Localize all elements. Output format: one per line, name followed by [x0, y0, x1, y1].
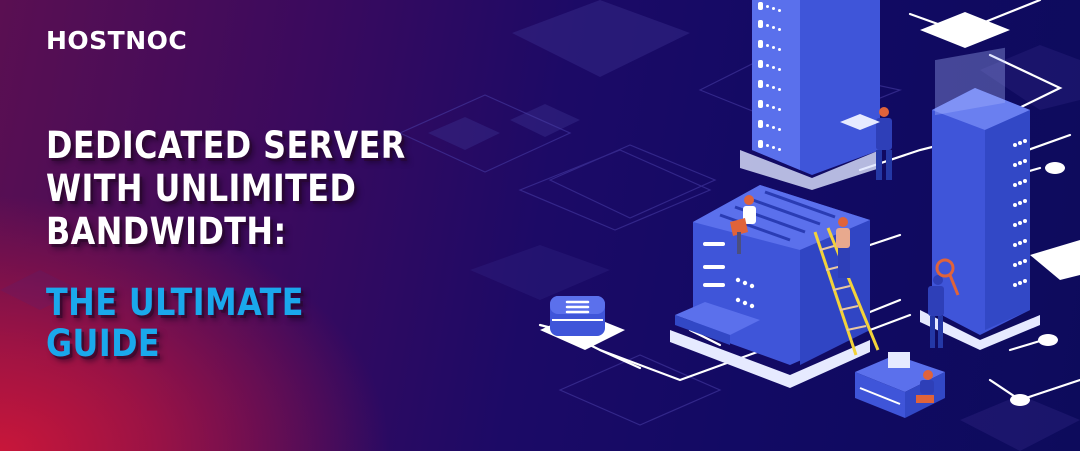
hostnoc-logo: HOSTNOC	[46, 26, 188, 55]
headline-line-1: DEDICATED SERVER	[46, 124, 406, 167]
subheadline-line-1: THE ULTIMATE	[46, 281, 304, 324]
subheadline-line-2: GUIDE	[46, 322, 161, 365]
ladder	[813, 227, 880, 356]
headline: DEDICATED SERVER WITH UNLIMITED BANDWIDT…	[46, 124, 406, 253]
headline-line-3: BANDWIDTH:	[46, 210, 287, 253]
technician-with-magnifier	[928, 258, 960, 348]
tall-server-tower	[740, 0, 880, 190]
person-on-server-with-laptop	[730, 195, 756, 254]
person-on-ladder	[836, 217, 850, 278]
subheadline: THE ULTIMATE GUIDE	[46, 282, 304, 364]
stacked-network-node	[540, 296, 625, 350]
main-rack-server	[670, 185, 870, 388]
desk-with-monitor	[855, 352, 945, 418]
network-nodes	[920, 12, 1080, 406]
right-server-cabinet	[920, 47, 1040, 350]
person-carrying-box	[840, 107, 892, 180]
headline-line-2: WITH UNLIMITED	[46, 167, 357, 210]
